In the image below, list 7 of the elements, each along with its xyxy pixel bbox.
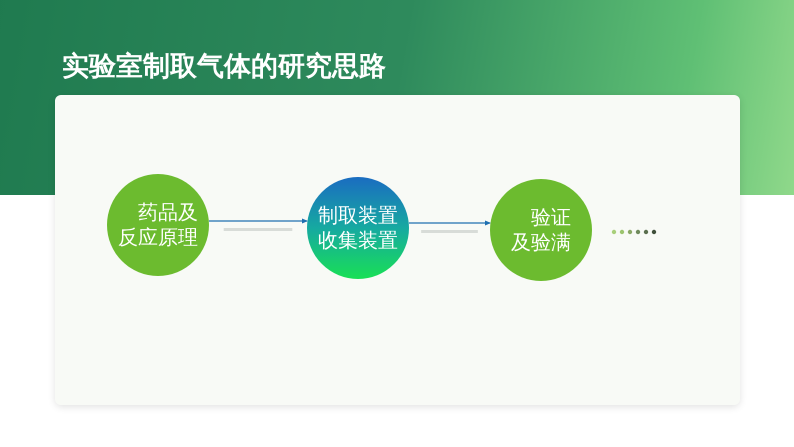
arrow [409, 220, 491, 226]
step-label: 制取装置 [318, 203, 398, 228]
title: 实验室制取气体的研究思路 [62, 50, 386, 84]
step-label: 收集装置 [318, 228, 398, 253]
step-label: 验证及验满 [511, 205, 571, 255]
arrow [209, 218, 308, 224]
step-label: 药品及反应原理 [118, 200, 198, 250]
